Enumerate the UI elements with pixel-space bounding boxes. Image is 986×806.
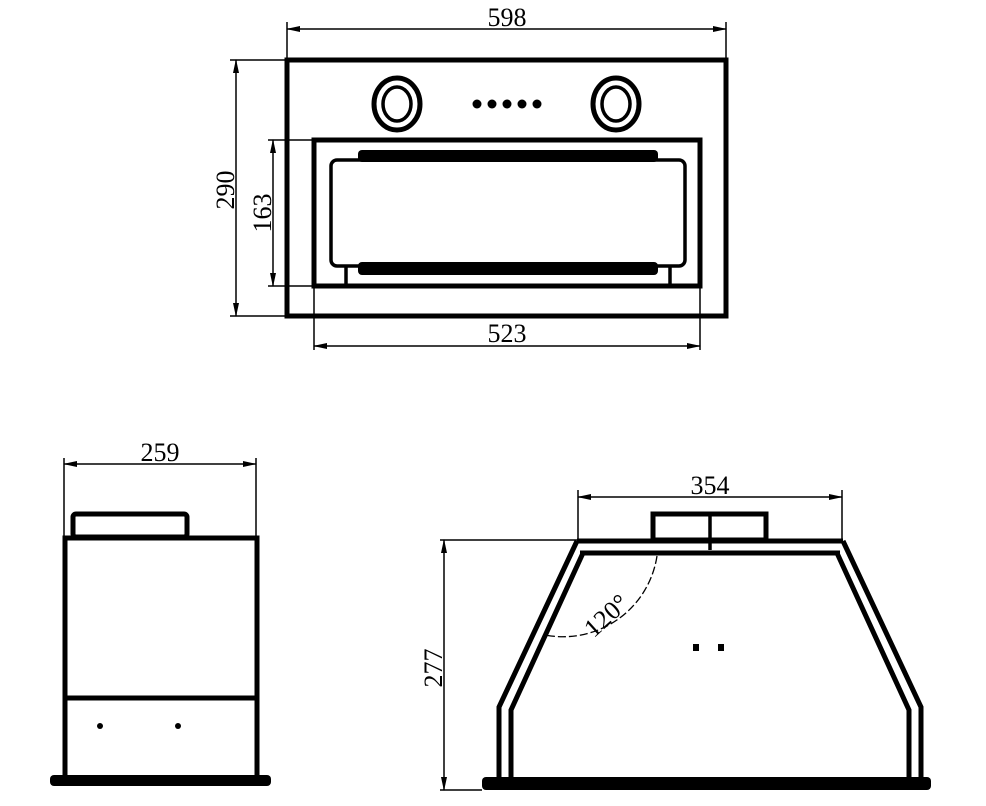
side-base <box>50 775 271 786</box>
filter-top-bar <box>358 150 658 162</box>
dimension-top-width-label: 354 <box>691 471 730 500</box>
duct-outlet <box>70 511 190 540</box>
dimension-height-label: 290 <box>211 171 240 210</box>
profile-base <box>482 777 931 790</box>
dimension-inner-height-label: 163 <box>248 194 277 233</box>
indicator-lights <box>472 99 542 109</box>
dimension-profile-height-label: 277 <box>419 649 448 688</box>
knob-right <box>590 75 642 133</box>
filter-frame <box>311 137 703 289</box>
side-body <box>62 535 260 781</box>
hood-outer-frame <box>284 57 729 319</box>
knob-left <box>371 75 423 133</box>
side-view: 259 <box>50 438 271 786</box>
angle-label: 120° <box>578 588 634 643</box>
filter-panel <box>329 158 687 268</box>
dimension-width-label: 598 <box>488 3 527 32</box>
front-view: 598 290 163 523 <box>211 3 729 350</box>
filter-bottom-bar <box>358 262 658 275</box>
dimension-inner-width-label: 523 <box>488 319 527 348</box>
dimension-depth-label: 259 <box>141 438 180 467</box>
profile-view: 120° 354 277 <box>419 471 931 791</box>
angle-arc <box>544 555 658 638</box>
